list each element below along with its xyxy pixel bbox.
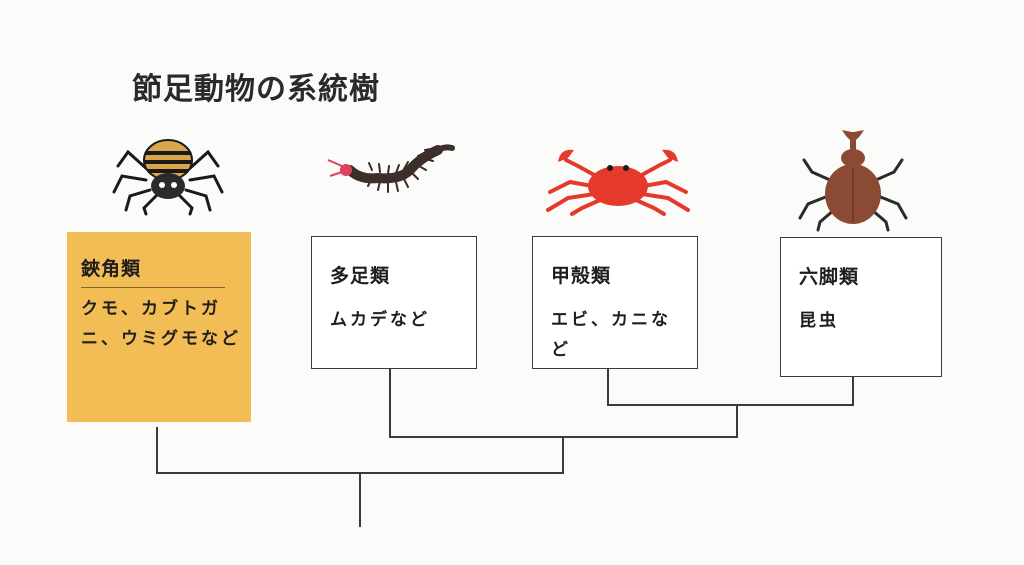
group-name: 多足類 (330, 265, 391, 287)
group-box-crustacea: 甲殻類 エビ、カニなど (532, 236, 698, 369)
group-examples: エビ、カニなど (551, 310, 671, 360)
group-name: 鋏角類 (81, 254, 225, 288)
group-examples: 昆虫 (799, 311, 839, 331)
diagram-title: 節足動物の系統樹 (132, 72, 380, 107)
group-examples: ムカデなど (330, 310, 430, 330)
group-name: 六脚類 (799, 266, 860, 288)
group-box-chelicerata: 鋏角類 クモ、カブトガニ、ウミグモなど (67, 232, 251, 422)
group-box-myriapoda: 多足類 ムカデなど (311, 236, 477, 369)
crab-icon (546, 149, 690, 216)
centipede-icon (327, 144, 455, 193)
group-name: 甲殻類 (551, 265, 612, 287)
beetle-icon (798, 130, 908, 232)
tree-branch-pancrustacea (607, 369, 854, 406)
group-box-hexapoda: 六脚類 昆虫 (780, 237, 942, 377)
tree-branch-mandibulata (389, 369, 738, 438)
group-examples: クモ、カブトガニ、ウミグモなど (81, 299, 241, 349)
spider-icon (112, 139, 224, 216)
tree-branch-main (156, 427, 564, 474)
